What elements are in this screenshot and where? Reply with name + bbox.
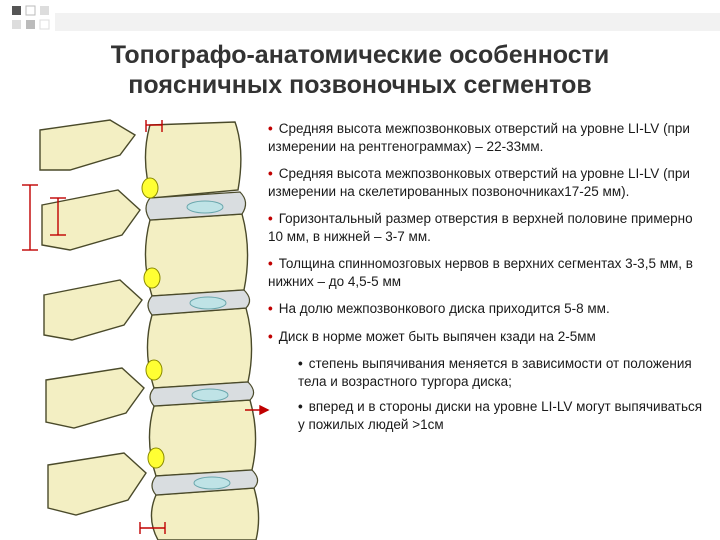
bullet-item: •Средняя высота межпозвонковых отверстий… bbox=[268, 120, 708, 155]
sub-bullet-marker: • bbox=[298, 356, 303, 371]
sub-bullet-text: степень выпячивания меняется в зависимос… bbox=[298, 356, 692, 389]
spinous-processes bbox=[39, 119, 147, 516]
title-line-1: Топографо-анатомические особенности bbox=[110, 41, 610, 69]
vertebral-bodies bbox=[144, 121, 260, 540]
sub-bullet-marker: • bbox=[298, 399, 303, 414]
bullet-item: •Толщина спинномозговых нервов в верхних… bbox=[268, 255, 708, 290]
disc-nuclei bbox=[186, 200, 231, 490]
decorative-squares bbox=[12, 5, 720, 31]
title-line-2: поясничных позвоночных сегментов bbox=[128, 71, 592, 99]
spine-illustration bbox=[22, 119, 270, 540]
sub-bullet-item: •степень выпячивания меняется в зависимо… bbox=[298, 355, 708, 390]
bullet-marker: • bbox=[268, 256, 273, 271]
bullet-text: Диск в норме может быть выпячен кзади на… bbox=[278, 328, 596, 344]
bullet-marker: • bbox=[268, 211, 273, 226]
bullet-text: Горизонтальный размер отверстия в верхне… bbox=[268, 211, 693, 244]
sub-bullet-text: вперед и в стороны диски на уровне LI-LV… bbox=[298, 399, 703, 432]
bullet-text: На долю межпозвонкового диска приходится… bbox=[278, 301, 610, 316]
bullet-marker: • bbox=[268, 301, 273, 316]
bullet-text: Средняя высота межпозвонковых отверстий … bbox=[268, 121, 690, 154]
bullet-item: •Средняя высота межпозвонковых отверстий… bbox=[268, 165, 708, 200]
bullet-text: Толщина спинномозговых нервов в верхних … bbox=[268, 256, 693, 289]
bullet-item: • Диск в норме может быть выпячен кзади н… bbox=[268, 328, 708, 346]
bullet-item: •Горизонтальный размер отверстия в верхн… bbox=[268, 210, 708, 245]
sub-bullet-item: •вперед и в стороны диски на уровне LI-L… bbox=[298, 398, 708, 433]
slide-title: Топографо-анатомические особенности пояс… bbox=[20, 40, 700, 100]
bullet-marker: • bbox=[268, 121, 273, 136]
measurement-arrows bbox=[22, 120, 270, 534]
bullet-marker: • bbox=[268, 166, 273, 181]
nerve-roots bbox=[141, 177, 165, 469]
bullet-text: Средняя высота межпозвонковых отверстий … bbox=[268, 166, 690, 199]
bullet-marker: • bbox=[268, 328, 273, 344]
bullet-item: • На долю межпозвонкового диска приходитс… bbox=[268, 300, 708, 318]
bullet-list: •Средняя высота межпозвонковых отверстий… bbox=[268, 120, 708, 441]
